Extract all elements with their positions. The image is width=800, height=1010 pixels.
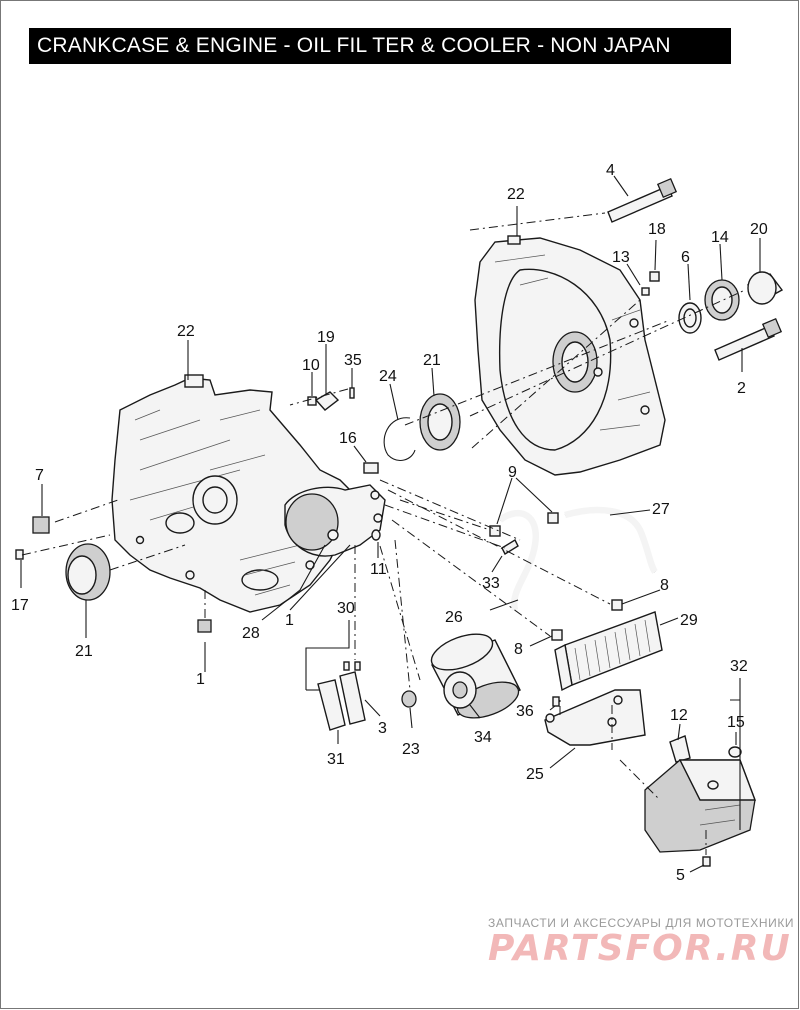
callout-1-lower: 1 — [196, 671, 205, 688]
hose-27 — [564, 506, 658, 574]
cover-32 — [644, 759, 757, 853]
callout-31: 31 — [327, 751, 345, 768]
callout-labels: 4 22 18 13 6 14 20 2 22 19 10 35 24 21 1… — [11, 162, 768, 884]
link-31a — [317, 679, 346, 731]
plug-23 — [401, 690, 417, 708]
callout-36: 36 — [516, 703, 534, 720]
callout-21-right: 21 — [423, 352, 441, 369]
fitting-19 — [314, 391, 340, 411]
callout-22-left: 22 — [177, 323, 195, 340]
callout-11: 11 — [370, 561, 387, 578]
callout-10: 10 — [302, 357, 320, 374]
callout-18: 18 — [648, 221, 666, 238]
clip-12 — [669, 735, 691, 763]
bearing-21-right — [419, 393, 461, 451]
callout-16: 16 — [339, 430, 357, 447]
bearing-21-left — [65, 543, 111, 601]
callout-7: 7 — [35, 467, 44, 484]
fitting-33 — [501, 539, 519, 555]
callout-32: 32 — [730, 658, 748, 675]
callout-2: 2 — [737, 380, 746, 397]
callout-8-upper: 8 — [660, 577, 669, 594]
callout-27: 27 — [652, 501, 670, 518]
watermark-tagline: ЗАПЧАСТИ И АКСЕССУАРЫ ДЛЯ МОТОТЕХНИКИ — [488, 916, 795, 930]
right-crankcase — [474, 235, 666, 476]
callout-22-right: 22 — [507, 186, 525, 203]
callout-19: 19 — [317, 329, 335, 346]
dowel-16 — [363, 462, 379, 474]
callout-1-upper: 1 — [285, 612, 294, 629]
grommet-15 — [728, 746, 742, 758]
callout-24: 24 — [379, 368, 397, 385]
link-31b — [339, 671, 366, 725]
callout-4: 4 — [606, 162, 615, 179]
callout-15: 15 — [727, 714, 745, 731]
callout-8-lower: 8 — [514, 641, 523, 658]
callout-17: 17 — [11, 597, 29, 614]
screw-5 — [702, 856, 711, 867]
plug-1 — [197, 619, 212, 633]
callout-26: 26 — [445, 609, 463, 626]
leader-lines — [20, 175, 761, 873]
watermark-logo: PARTSFOR.RU — [488, 928, 792, 969]
bearing-7 — [32, 516, 50, 534]
callout-12: 12 — [670, 707, 688, 724]
callout-35: 35 — [344, 352, 362, 369]
plug-18 — [649, 271, 660, 282]
bracket-25 — [544, 689, 646, 746]
callout-14: 14 — [711, 229, 729, 246]
oil-filter-34 — [430, 633, 521, 719]
retaining-ring-24 — [383, 417, 416, 461]
callout-33: 33 — [482, 575, 500, 592]
callout-20: 20 — [750, 221, 768, 238]
o-ring-11 — [371, 529, 381, 541]
callout-30: 30 — [337, 600, 355, 617]
callout-13: 13 — [612, 249, 630, 266]
callout-25: 25 — [526, 766, 544, 783]
callout-6: 6 — [681, 249, 690, 266]
callout-28: 28 — [242, 625, 260, 642]
page-title: CRANKCASE & ENGINE - OIL FIL TER & COOLE… — [29, 28, 731, 64]
callout-5: 5 — [676, 867, 685, 884]
callout-9: 9 — [508, 464, 517, 481]
left-crankcase — [111, 374, 386, 613]
pin-36 — [552, 696, 560, 707]
callout-3: 3 — [378, 720, 387, 737]
callout-34: 34 — [474, 729, 492, 746]
hose-26 — [498, 509, 540, 611]
callout-29: 29 — [680, 612, 698, 629]
callout-21-left: 21 — [75, 643, 93, 660]
assembly-lines — [21, 212, 746, 855]
callout-23: 23 — [402, 741, 420, 758]
bolt-2 — [714, 317, 783, 361]
bolt-4 — [607, 177, 678, 223]
oil-cooler-29 — [554, 611, 663, 692]
